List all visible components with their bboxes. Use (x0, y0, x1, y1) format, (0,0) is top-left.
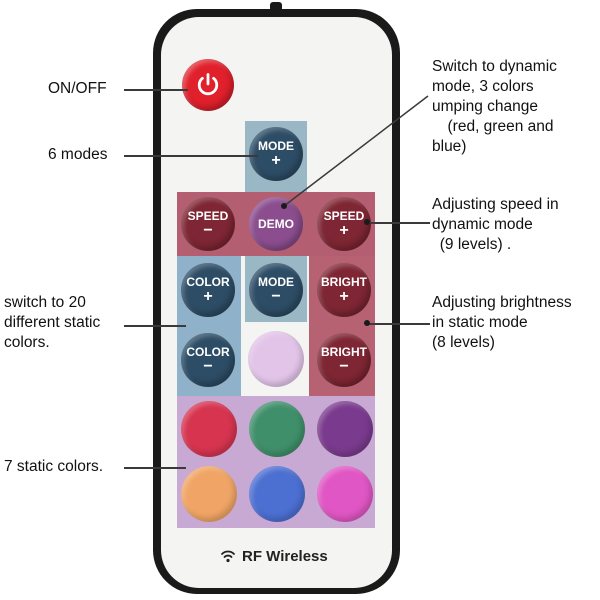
speed-plus-label: SPEED (323, 208, 365, 223)
color-plus-button[interactable]: COLOR + (181, 263, 235, 317)
demo-button[interactable]: DEMO (249, 197, 303, 251)
bright-minus-button[interactable]: BRIGHT − (317, 333, 371, 387)
dynamic-leader (281, 95, 429, 209)
minus-icon: − (339, 357, 349, 375)
speed-minus-label: SPEED (187, 208, 229, 223)
mode-plus-label: MODE (258, 138, 294, 153)
remote-tab (270, 2, 282, 12)
six-modes-label: 6 modes (48, 146, 108, 163)
plus-icon: + (271, 151, 281, 169)
switch-20-label: switch to 20 different static colors. (4, 294, 101, 351)
orange-swatch[interactable] (181, 466, 237, 522)
color-plus-label: COLOR (186, 274, 230, 289)
on-off-leader (124, 89, 188, 91)
bright-plus-button[interactable]: BRIGHT + (317, 263, 371, 317)
minus-icon: − (203, 221, 213, 239)
color-minus-button[interactable]: COLOR − (181, 333, 235, 387)
violet-swatch[interactable] (317, 401, 373, 457)
plus-icon: + (339, 221, 349, 239)
lavender-swatch[interactable] (248, 331, 304, 387)
speed-label: Adjusting speed in dynamic mode (9 level… (432, 196, 559, 253)
six-modes-leader (124, 155, 258, 157)
plus-icon: + (339, 287, 349, 305)
brightness-leader-dot (364, 320, 370, 326)
minus-icon: − (271, 287, 281, 305)
speed-plus-button[interactable]: SPEED + (317, 197, 371, 251)
pink-swatch[interactable] (317, 466, 373, 522)
bright-plus-label: BRIGHT (321, 274, 367, 289)
mode-minus-button[interactable]: MODE − (249, 263, 303, 317)
speed-minus-button[interactable]: SPEED − (181, 197, 235, 251)
mode-minus-label: MODE (258, 274, 294, 289)
speed-leader-dot (364, 219, 370, 225)
red-swatch[interactable] (181, 401, 237, 457)
power-button[interactable] (182, 59, 234, 111)
mode-plus-button[interactable]: MODE + (249, 127, 303, 181)
brightness-leader (368, 323, 430, 325)
plus-icon: + (203, 287, 213, 305)
blue-swatch[interactable] (249, 466, 305, 522)
bright-minus-label: BRIGHT (321, 344, 367, 359)
demo-label: DEMO (258, 216, 294, 231)
dynamic-mode-label: Switch to dynamic mode, 3 colors umping … (432, 58, 557, 155)
wireless-icon (221, 550, 235, 563)
minus-icon: − (203, 357, 213, 375)
power-icon (197, 73, 219, 96)
seven-static-label: 7 static colors. (4, 458, 104, 475)
rf-wireless-text: RF Wireless (242, 547, 328, 565)
seven-static-leader (124, 467, 186, 469)
rf-wireless-label: RF Wireless (220, 545, 350, 567)
brightness-label: Adjusting brightness in static mode (8 l… (432, 294, 572, 351)
color-minus-label: COLOR (186, 344, 230, 359)
on-off-label: ON/OFF (48, 80, 107, 97)
speed-leader (368, 222, 430, 224)
green-swatch[interactable] (249, 401, 305, 457)
switch-20-leader (124, 325, 186, 327)
